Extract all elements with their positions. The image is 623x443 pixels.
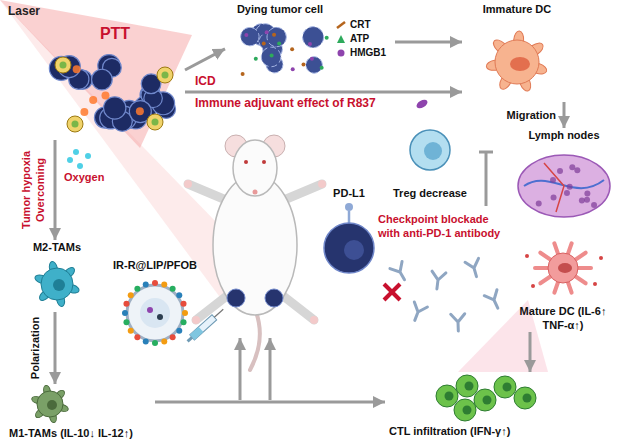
flow-arrow [395,41,462,44]
antibody [408,302,427,323]
dying-tumor-cell: Dying tumor cellCRTATPHMGB1 [225,2,395,80]
node-label: IR-R@LIP/PFOB [100,258,210,272]
marker-label: CRT [350,18,395,32]
antibody [484,290,504,311]
flow-arrow [563,102,566,128]
syringe [185,307,225,344]
lymph-node-drawing [510,128,618,224]
edge-label: ICD [195,74,216,88]
flow-arrow [185,49,225,70]
node-label: PTT [45,25,185,43]
edge-label: Immune adjuvant effect of R837 [195,96,376,110]
node-label: M2-TAMs [12,240,102,254]
tumor-cluster: PTT [45,25,185,140]
tumor-cell-drawing [318,186,380,278]
antibody [390,262,411,284]
antibody [465,258,483,278]
antibody [451,314,466,331]
node-label: Treg decrease [385,186,475,200]
marker-label: ATP [350,32,395,46]
tumor-cell: PD-L1 [318,186,380,278]
node-label: CTL infiltration (IFN-γ↑) [389,424,545,438]
inhibition-line [479,152,493,206]
mouse-illustration [184,135,326,370]
node-label: Immature DC [462,2,572,16]
antibody [430,271,446,290]
oxygen-dot [73,149,79,155]
m2-macrophage: M2-TAMs [12,240,102,312]
flow-arrow [54,140,57,240]
liposome: IR-R@LIP/PFOB [100,258,210,348]
edge-label: Migration [500,108,556,122]
flow-arrow [185,91,462,94]
arrow [239,338,242,400]
oxygen-dot [67,157,73,163]
liposome-drawing [100,258,210,348]
oxygen-dot [85,153,91,159]
edge-label: Tumor hypoxia Overcoming [19,142,47,238]
blockade-cross [384,284,400,300]
r837-icon [415,98,429,110]
flow-arrow [529,332,532,372]
tumor-cluster-drawing [45,25,185,140]
mature-dc-drawing [508,236,618,332]
node-label: Lymph nodes [510,128,618,142]
edge-label: Polarization [28,312,42,384]
lymph-node: Lymph nodes [510,128,618,224]
marker-label: HMGB1 [350,46,395,60]
flow-arrow [54,312,57,384]
oxygen-label: Oxygen [64,170,104,184]
ctl-cluster: CTL infiltration (IFN-γ↑) [385,372,545,438]
mature-dc: Mature DC (IL-6↑ TNF-α↑) [508,236,618,332]
node-label: Dying tumor cell [225,2,335,16]
checkpoint-note: Checkpoint blockade with anti-PD-1 antib… [378,212,506,240]
laser-label: Laser [8,4,40,18]
immature-dc: Immature DC [462,2,572,102]
treg-cell: Treg decrease [385,120,475,200]
node-label: M1-TAMs (IL-10↓ IL-12↑) [9,426,155,440]
node-label: PD-L1 [318,186,380,200]
immature-dc-drawing [462,2,572,102]
m1-macrophage: M1-TAMs (IL-10↓ IL-12↑) [5,384,155,440]
arrow [269,338,272,400]
flow-arrow [155,401,385,404]
oxygen-dot [77,163,83,169]
node-label: Mature DC (IL-6↑ TNF-α↑) [508,304,618,332]
